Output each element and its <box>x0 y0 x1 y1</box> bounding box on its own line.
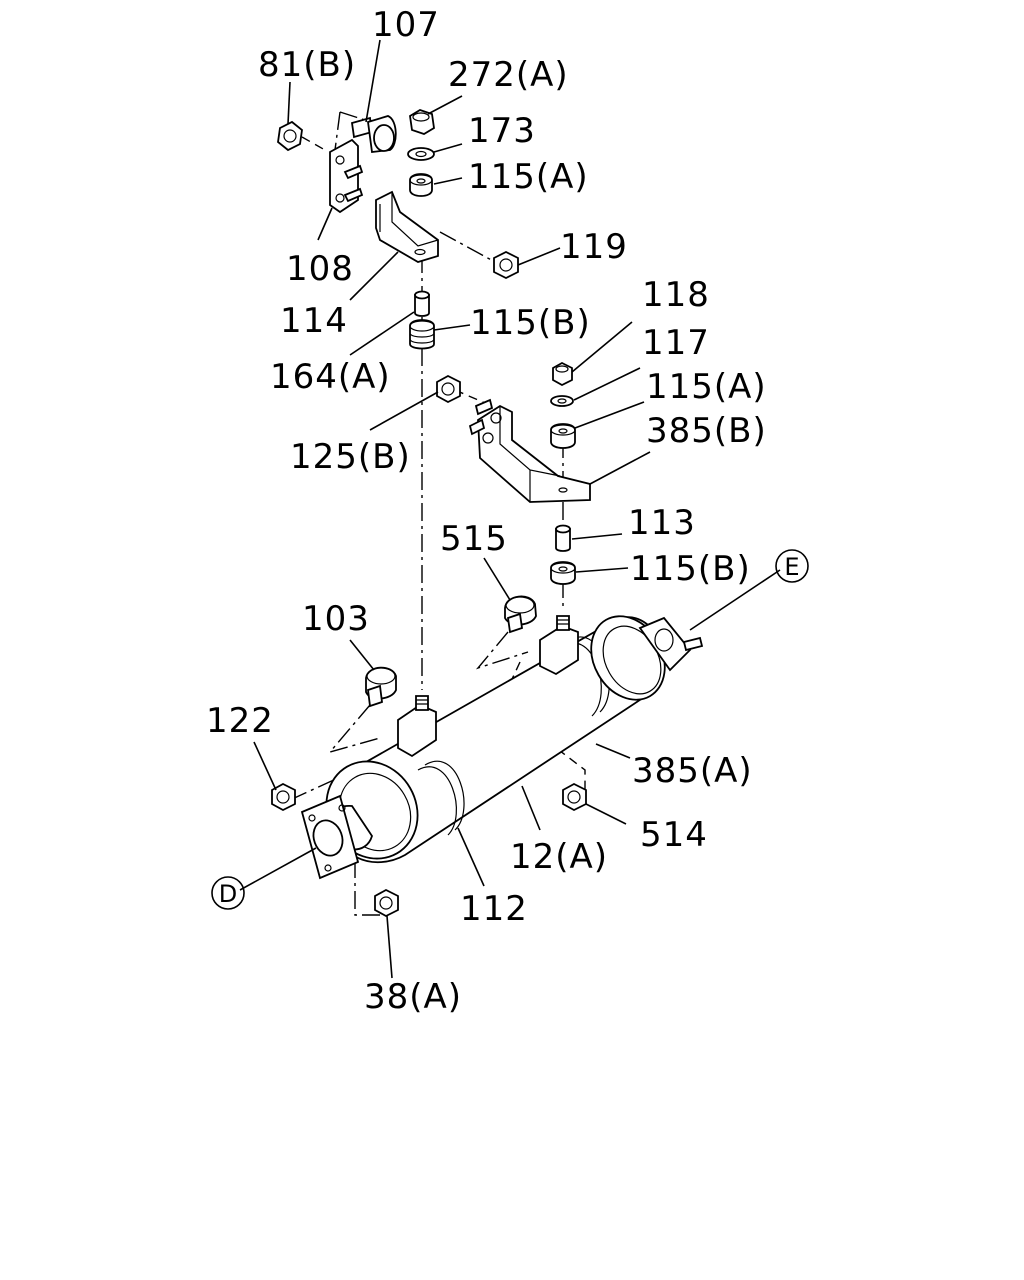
washer-173 <box>407 147 435 161</box>
bushing-115b-mid <box>550 561 576 585</box>
label-115b-mid: 115(B) <box>630 549 751 589</box>
callout-d: D <box>211 876 245 910</box>
label-12a: 12(A) <box>510 837 608 877</box>
label-514: 514 <box>640 815 708 855</box>
label-113: 113 <box>628 503 696 543</box>
label-118: 118 <box>642 275 710 315</box>
label-103: 103 <box>302 599 370 639</box>
label-173: 173 <box>468 111 536 151</box>
label-115a-top: 115(A) <box>468 157 589 197</box>
label-122: 122 <box>206 701 274 741</box>
label-125b: 125(B) <box>290 437 411 477</box>
bushing-115a-mid <box>550 423 576 449</box>
label-38a: 38(A) <box>364 977 462 1017</box>
callout-e: E <box>775 549 809 583</box>
label-385b: 385(B) <box>646 411 767 451</box>
callout-d-label: D <box>219 880 237 908</box>
nut-38a <box>374 888 399 918</box>
part-labels: 107 81(B) 272(A) 173 115(A) 108 119 114 … <box>206 5 767 1017</box>
label-272a: 272(A) <box>448 55 569 95</box>
nut-514 <box>562 782 587 812</box>
callout-e-label: E <box>784 553 799 581</box>
nut-272a <box>409 109 435 135</box>
sleeve-113 <box>555 524 571 552</box>
nut-125b <box>436 374 461 404</box>
label-81b: 81(B) <box>258 45 356 85</box>
washer-117 <box>550 395 574 407</box>
label-115b-top: 115(B) <box>470 303 591 343</box>
label-115a-mid: 115(A) <box>646 367 767 407</box>
bracket-right <box>468 398 591 503</box>
bolt-103 <box>365 666 397 708</box>
nut-119 <box>493 250 519 280</box>
label-114: 114 <box>280 301 348 341</box>
label-108: 108 <box>286 249 354 289</box>
bolt-107 <box>350 115 397 153</box>
label-117: 117 <box>642 323 710 363</box>
nut-122 <box>271 782 296 812</box>
muffler-12a <box>300 615 704 880</box>
bracket-108 <box>329 138 364 214</box>
bracket-114 <box>375 190 439 263</box>
label-119: 119 <box>560 227 628 267</box>
label-112: 112 <box>460 889 528 929</box>
bolt-515 <box>504 595 537 634</box>
nut-118 <box>552 361 573 387</box>
label-164a: 164(A) <box>270 357 391 397</box>
bushing-115a-top <box>409 173 433 197</box>
sleeve-164a <box>414 290 430 317</box>
bushing-115b-top <box>409 319 435 350</box>
label-515: 515 <box>440 519 508 559</box>
label-385a: 385(A) <box>632 751 753 791</box>
leader-lines <box>239 39 781 979</box>
nut-81b <box>277 120 303 152</box>
label-107: 107 <box>372 5 440 45</box>
